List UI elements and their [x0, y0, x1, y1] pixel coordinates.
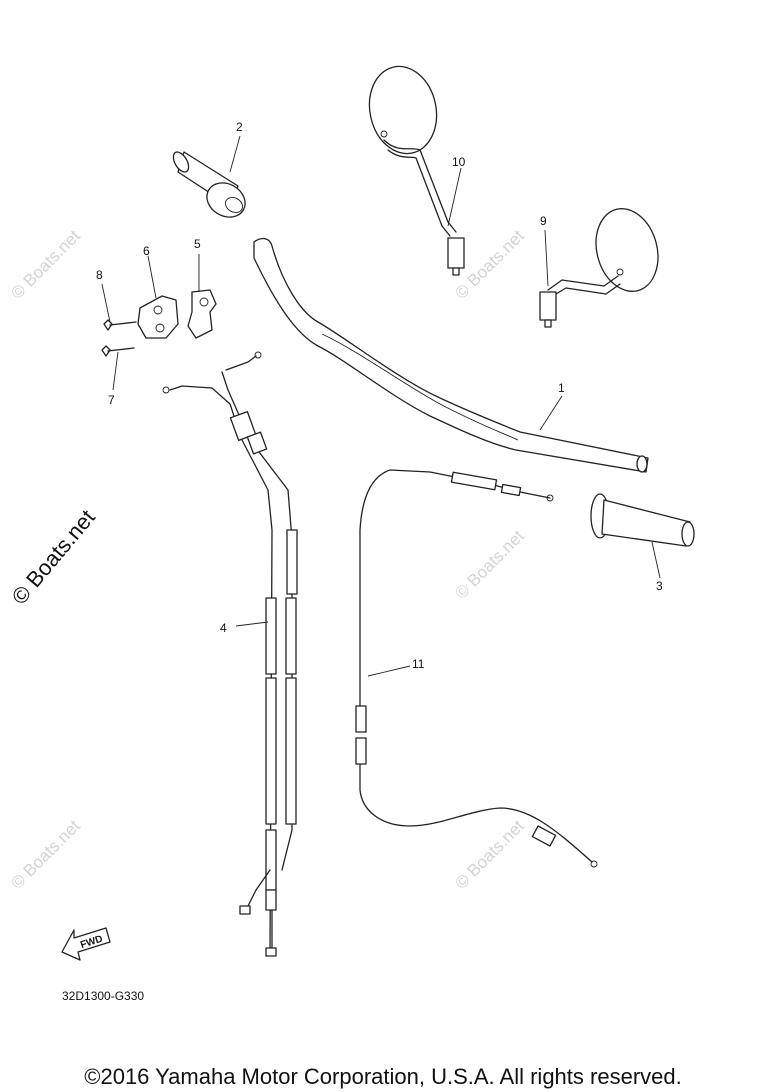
holder-half-part	[187, 289, 217, 339]
callout-1: 1	[558, 381, 565, 395]
callout-4: 4	[220, 621, 227, 635]
holder-part	[137, 295, 179, 339]
callout-8: 8	[96, 268, 103, 282]
callout-6: 6	[143, 244, 150, 258]
watermark: © Boats.net	[7, 226, 84, 303]
mirror-left-part	[368, 65, 465, 276]
fwd-arrow: FWD	[61, 927, 111, 961]
watermark: © Boats.net	[451, 816, 528, 893]
copyright-notice: ©2016 Yamaha Motor Corporation, U.S.A. A…	[84, 1064, 682, 1089]
callout-7: 7	[108, 393, 115, 407]
clutch-cable-part	[355, 469, 598, 868]
diagram-code: 32D1300-G330	[62, 989, 144, 1003]
watermark-large: © Boats.net	[7, 505, 100, 609]
callout-11: 11	[412, 657, 425, 671]
screws-part	[101, 319, 137, 357]
callout-9: 9	[540, 214, 547, 228]
watermark: © Boats.net	[451, 526, 528, 603]
callout-5: 5	[194, 237, 201, 251]
mirror-right-part	[539, 208, 659, 328]
callout-10: 10	[452, 155, 466, 169]
throttle-cables-part	[162, 351, 298, 957]
watermark: © Boats.net	[7, 816, 84, 893]
grip-left-part	[172, 151, 246, 218]
leader-lines	[101, 135, 661, 677]
handlebar-part	[253, 237, 649, 473]
callout-2: 2	[236, 120, 243, 134]
callouts: 1 2 3 4 5 6 7 8 9 10 11	[96, 120, 663, 671]
grip-right-part	[590, 493, 695, 547]
callout-3: 3	[656, 579, 663, 593]
